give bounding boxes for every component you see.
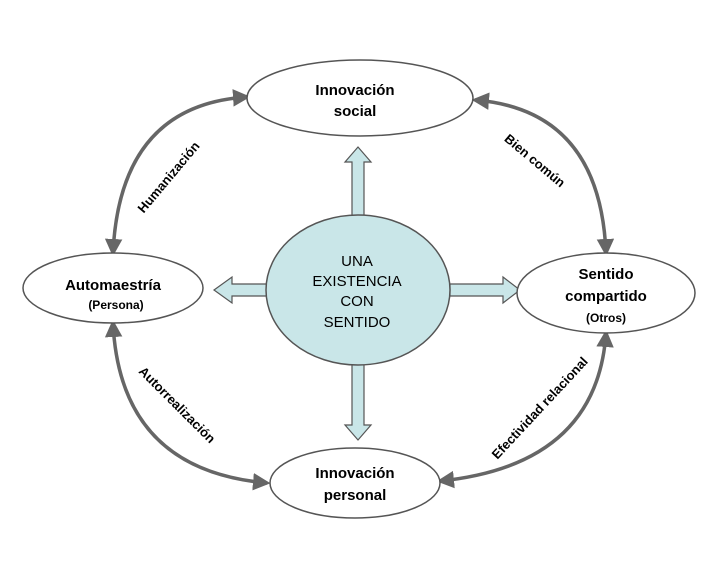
node-right-line3: (Otros) bbox=[586, 311, 626, 325]
curve-bottom-right bbox=[436, 329, 614, 489]
node-bottom-line2: personal bbox=[324, 487, 387, 504]
edge-label-autorrealizacion: Autorrealización bbox=[136, 364, 219, 447]
node-automaestria bbox=[22, 252, 204, 324]
node-left-line2: (Persona) bbox=[88, 298, 143, 312]
node-innovacion-personal bbox=[269, 447, 441, 519]
node-right-line1: Sentido bbox=[579, 266, 634, 283]
edge-label-bien-comun: Bien común bbox=[502, 131, 569, 190]
node-bottom-line1: Innovación bbox=[315, 465, 394, 482]
node-top-line2: social bbox=[334, 103, 377, 120]
arrow-right bbox=[449, 275, 521, 305]
center-circle bbox=[265, 214, 451, 366]
node-right-line2: compartido bbox=[565, 288, 647, 305]
node-top-line1: Innovación bbox=[315, 82, 394, 99]
center-text-2: EXISTENCIA bbox=[312, 273, 401, 290]
node-left-line1: Automaestría bbox=[65, 277, 162, 294]
curve-bottom-left bbox=[104, 319, 271, 491]
node-sentido-compartido bbox=[516, 252, 696, 334]
center-text-4: SENTIDO bbox=[324, 314, 391, 331]
arrow-left bbox=[212, 275, 269, 305]
edge-label-humanizacion: Humanización bbox=[134, 138, 202, 215]
edge-label-efectividad-relacional: Efectividad relacional bbox=[489, 354, 591, 462]
curve-top-left bbox=[104, 89, 251, 257]
center-text-1: UNA bbox=[341, 253, 373, 270]
node-innovacion-social bbox=[246, 59, 474, 137]
curve-top-right bbox=[471, 92, 615, 257]
center-text-3: CON bbox=[340, 293, 373, 310]
arrow-down bbox=[343, 357, 373, 441]
